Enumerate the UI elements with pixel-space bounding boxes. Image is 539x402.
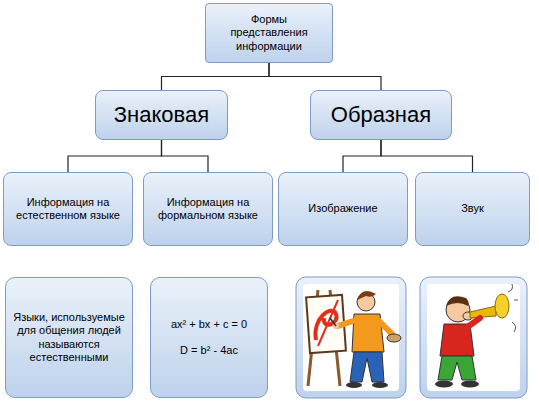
box-label: Языки, используемые для общения людей на…: [12, 311, 126, 364]
subcategory-box: Звук: [415, 172, 530, 246]
box-label: Звук: [461, 202, 484, 215]
box-label: Образная: [331, 102, 431, 128]
box-label: Информация на формальном языке: [150, 196, 266, 222]
box-label: Формы представления информации: [212, 13, 326, 53]
box-label: Информация на естественном языке: [10, 196, 126, 222]
category-box: Образная: [310, 90, 452, 140]
root-box: Формы представления информации: [205, 3, 333, 63]
tree-connector: [162, 63, 270, 90]
tree-connector: [269, 63, 381, 90]
example-box: Языки, используемые для общения людей на…: [5, 277, 133, 398]
subcategory-box: Информация на формальном языке: [143, 172, 273, 246]
subcategory-box: Информация на естественном языке: [3, 172, 133, 246]
subcategory-box: Изображение: [278, 172, 408, 246]
tree-connector: [343, 140, 381, 172]
painter-illustration: [296, 277, 406, 398]
formula-text: ax² + bx + c = 0: [171, 318, 247, 331]
tree-connector: [162, 140, 209, 172]
formula-box: ax² + bx + c = 0 D = b² - 4ac: [150, 277, 268, 398]
tree-connector: [68, 140, 162, 172]
category-box: Знаковая: [95, 90, 228, 140]
box-label: Изображение: [308, 202, 377, 215]
trumpeter-illustration: [420, 277, 527, 398]
box-label: Знаковая: [114, 102, 209, 128]
tree-connector: [381, 140, 473, 172]
formula-text: D = b² - 4ac: [180, 344, 238, 357]
